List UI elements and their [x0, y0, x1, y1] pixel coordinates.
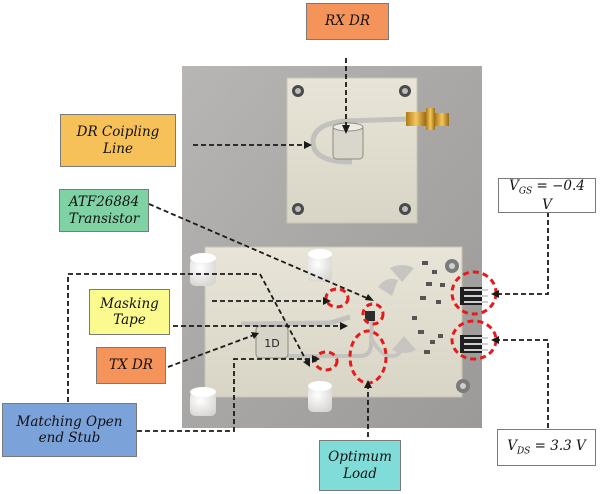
tx-dr-text: TX DR [109, 357, 153, 374]
vds-value: = 3.3 V [530, 437, 586, 454]
matching-stub-text-2: end Stub [38, 430, 101, 446]
matching-stub-label: Matching Open end Stub [2, 403, 137, 457]
vds-label: VDS = 3.3 V [497, 429, 596, 466]
vds-equation: VDS = 3.3 V [507, 438, 586, 457]
transistor-text-1: ATF26884 [68, 194, 140, 211]
arrow-heads [251, 125, 499, 388]
masking-tape-text-2: Tape [113, 312, 146, 328]
vgs-equation: VGS = −0.4 V [503, 178, 591, 214]
tx-board: 1D [204, 246, 488, 398]
rx-dr-label: RX DR [306, 3, 389, 40]
dr-coupling-line-label: DR Coipling Line [60, 114, 176, 167]
dr-coupling-line-text-1: DR Coipling [76, 124, 160, 141]
tx-puck-text: 1D [264, 337, 279, 350]
vgs-subscript: GS [518, 186, 533, 197]
tx-dr-label: TX DR [96, 347, 166, 384]
optimum-load-text-1: Optimum [328, 449, 392, 466]
vgs-symbol: V [509, 177, 519, 194]
dr-coupling-line-text-2: Line [103, 140, 133, 157]
vds-subscript: DS [516, 446, 531, 457]
leader-lines [67, 58, 549, 437]
transistor-label: ATF26884 Transistor [59, 189, 149, 232]
optimum-load-text-2: Load [343, 465, 377, 482]
rx-board [286, 77, 449, 224]
masking-tape-text-1: Masking [100, 295, 159, 312]
vgs-label: VGS = −0.4 V [498, 178, 596, 213]
transistor-text-2: Transistor [68, 210, 140, 227]
vds-symbol: V [507, 437, 517, 454]
vgs-value: = −0.4 V [532, 177, 585, 214]
matching-stub-text-1: Matching Open [16, 413, 123, 430]
optimum-load-label: Optimum Load [319, 440, 401, 491]
masking-tape-label: Masking Tape [89, 289, 170, 335]
rx-dr-text: RX DR [324, 13, 371, 30]
